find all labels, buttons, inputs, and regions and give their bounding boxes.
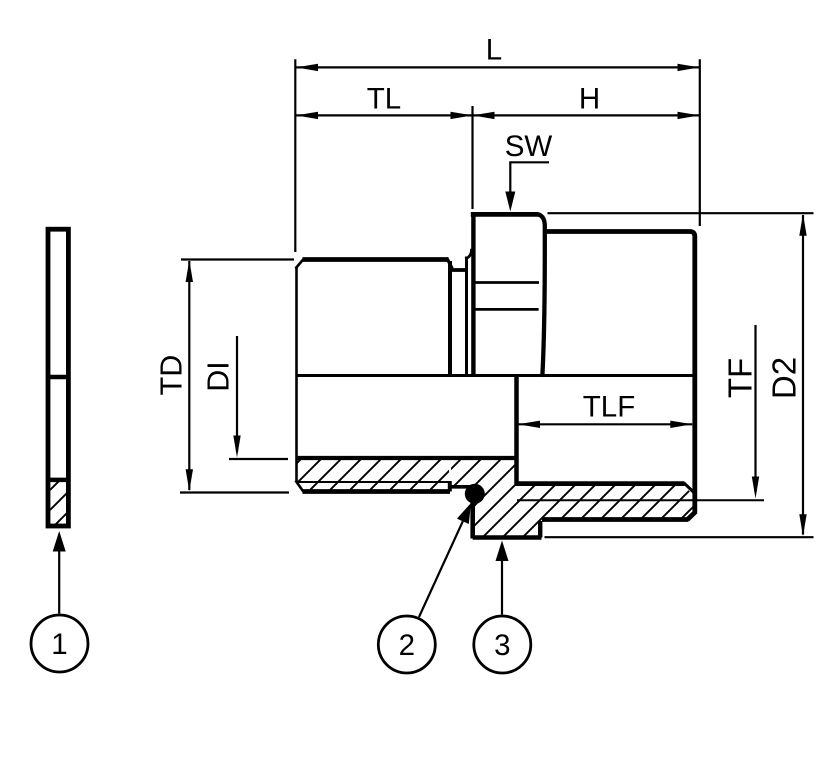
svg-text:TF: TF (722, 358, 759, 398)
svg-text:D2: D2 (766, 357, 803, 399)
svg-text:1: 1 (51, 628, 67, 661)
svg-text:DI: DI (202, 361, 236, 392)
svg-text:TLF: TLF (583, 391, 635, 424)
svg-text:3: 3 (494, 629, 510, 662)
svg-text:TL: TL (367, 83, 401, 116)
svg-text:2: 2 (399, 629, 415, 662)
svg-text:SW: SW (505, 130, 553, 163)
svg-text:H: H (579, 83, 600, 116)
svg-text:TD: TD (155, 355, 189, 396)
svg-text:L: L (486, 34, 502, 67)
